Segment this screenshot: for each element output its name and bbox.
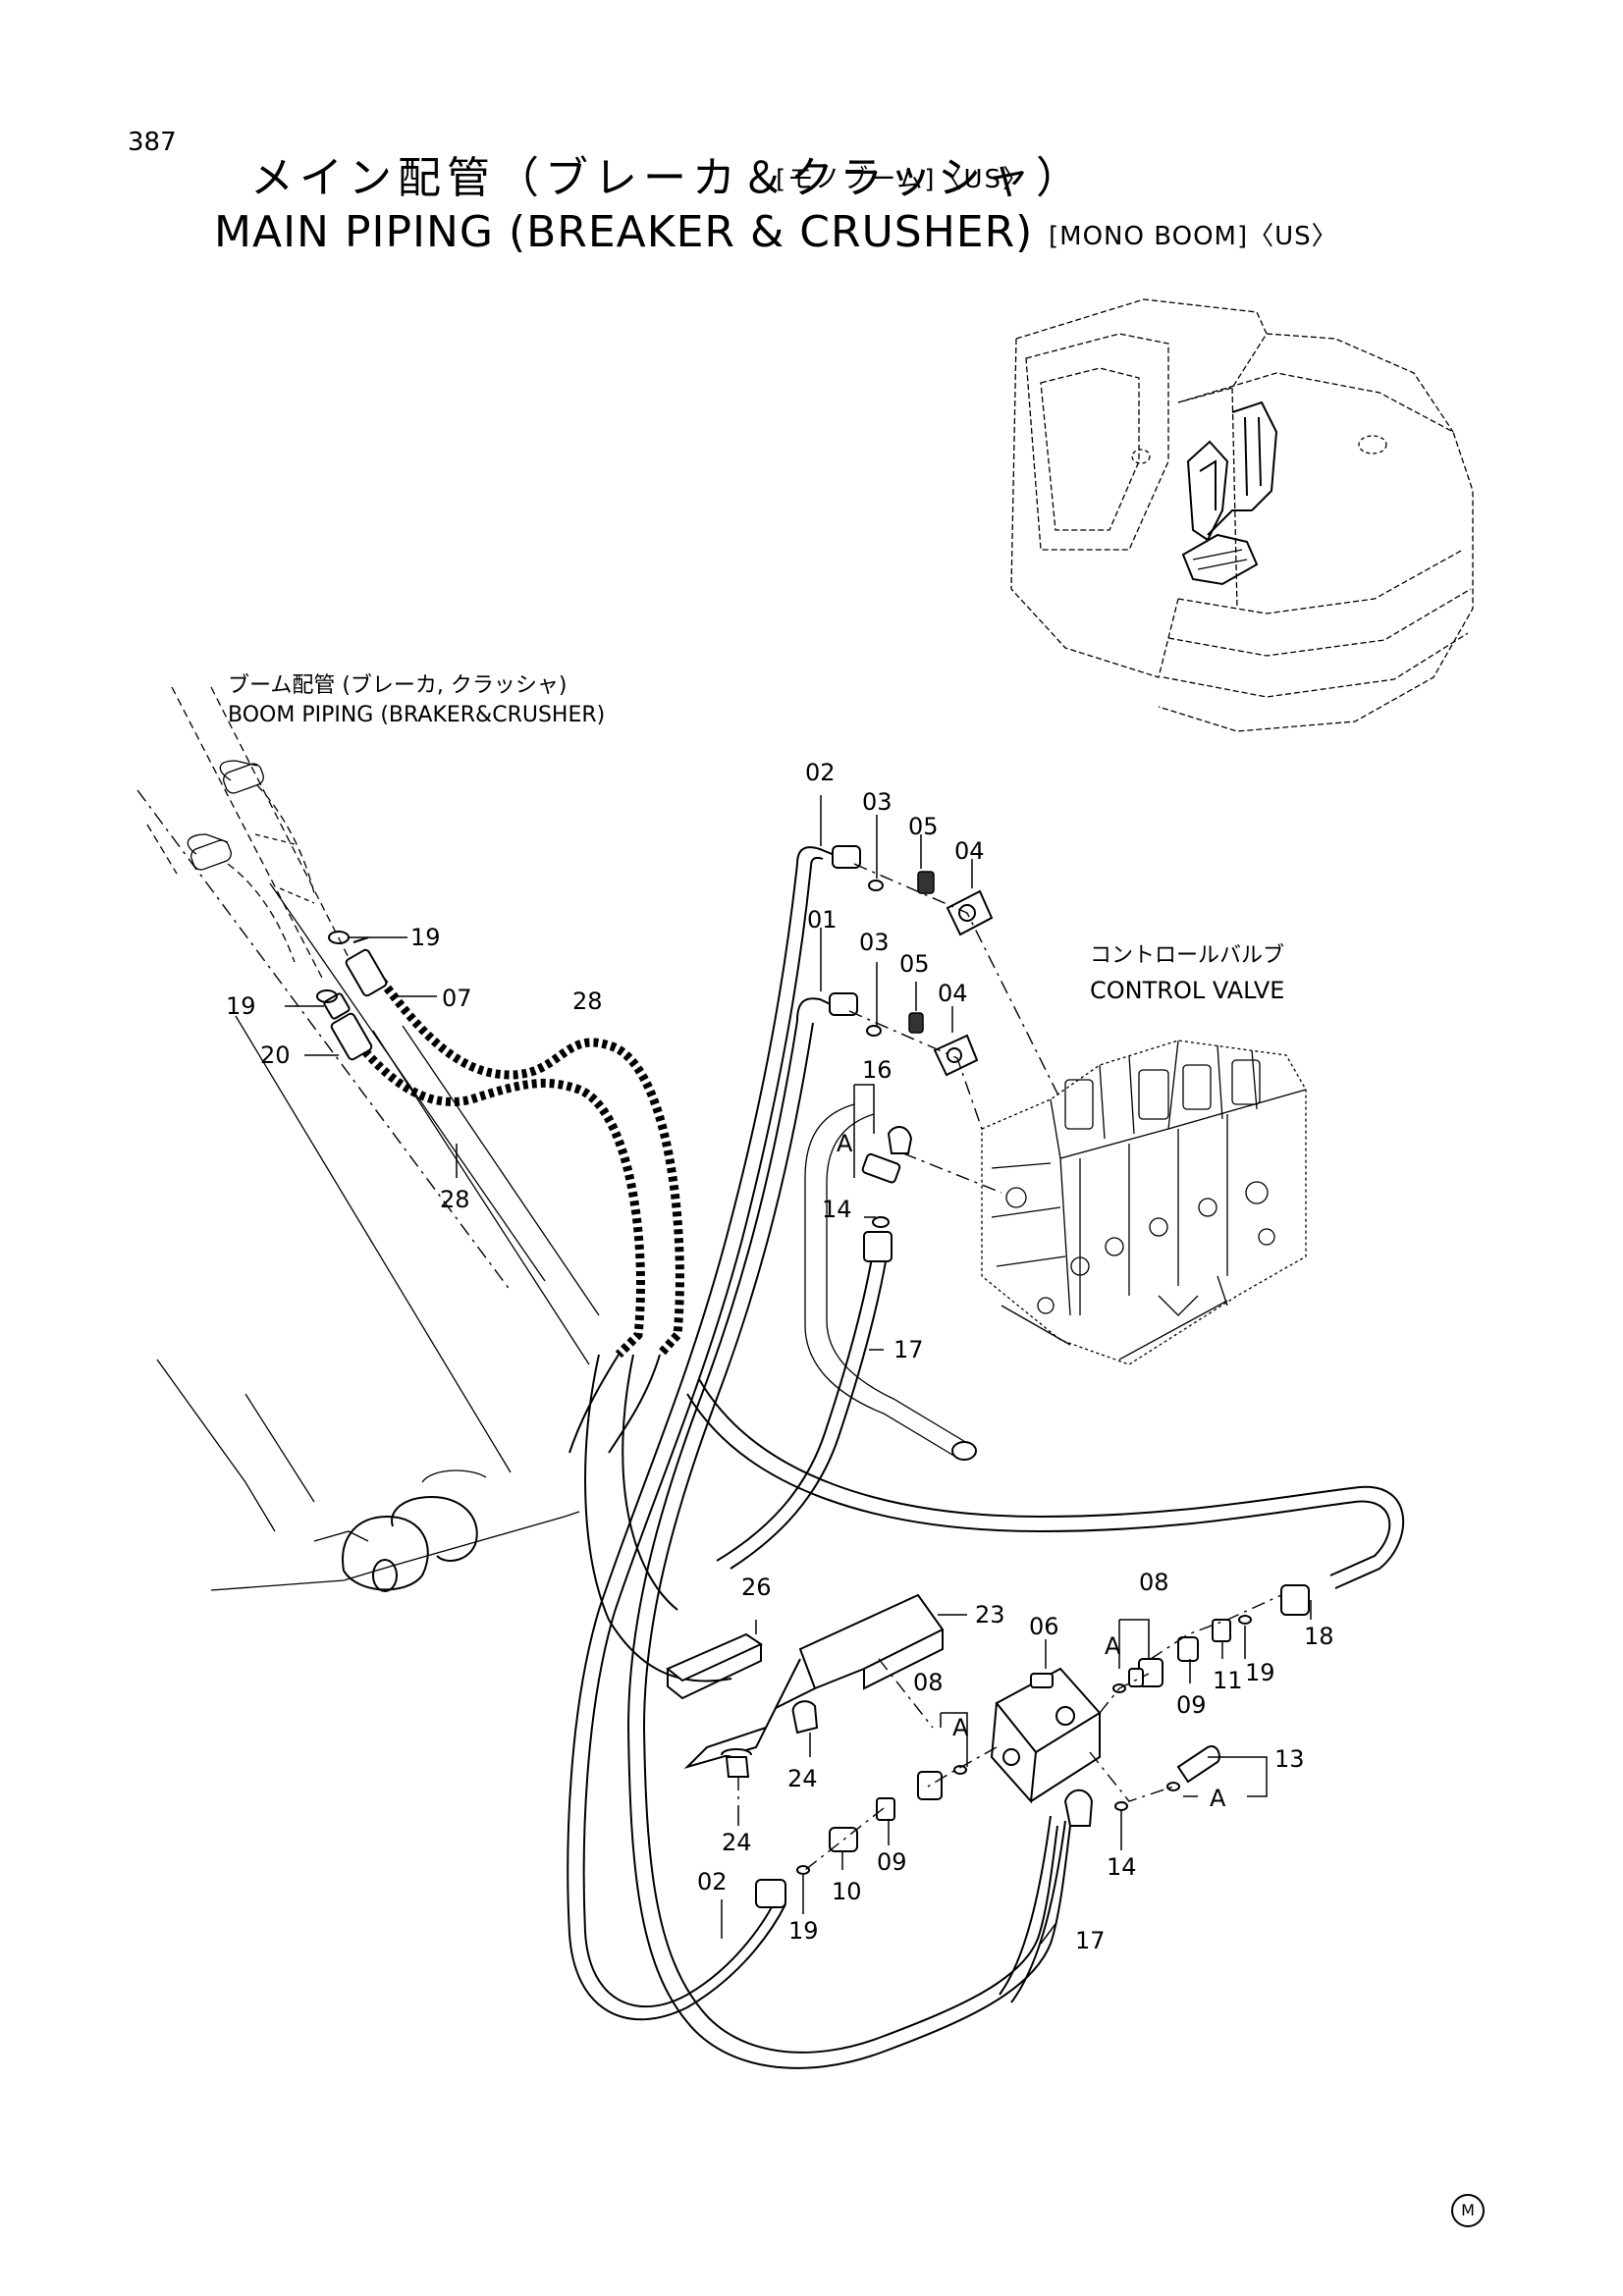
title-japanese: メイン配管（ブレーカ＆クラッシャ） [250, 153, 1085, 203]
boom-pipe-ends [187, 760, 315, 963]
callout-label: 09 [877, 1848, 907, 1876]
callout-label: 05 [908, 813, 939, 840]
callout-label: 03 [859, 929, 890, 956]
callout-label: 18 [1304, 1623, 1334, 1650]
title-japanese-note: [モノブーム]〈US〉 [776, 165, 1031, 194]
control-valve-illustration [981, 1040, 1307, 1365]
callout-label: 17 [1075, 1927, 1106, 1954]
boom-illustration [136, 686, 600, 1592]
callout-label: 01 [807, 906, 838, 934]
upper-fittings [796, 845, 1061, 1262]
callout-label: 09 [1176, 1691, 1207, 1719]
callout-label: 26 [741, 1574, 772, 1601]
callout-label: 13 [1274, 1745, 1305, 1773]
callout-label: 24 [787, 1765, 818, 1792]
callout-label: 14 [822, 1196, 852, 1223]
control-valve-label-jp: コントロールバルブ [1090, 943, 1285, 968]
callout-label: 28 [572, 988, 603, 1015]
callout-label: 03 [862, 788, 893, 816]
title-english-note: [MONO BOOM]〈US〉 [1049, 222, 1338, 251]
callout-label: 19 [226, 992, 256, 1020]
callout-label: 04 [954, 837, 985, 865]
boom-piping-label-jp: ブーム配管 (ブレーカ, クラッシャ) [228, 673, 568, 698]
callout-label: 14 [1107, 1853, 1137, 1881]
callout-label: 08 [1139, 1569, 1169, 1596]
title-english: MAIN PIPING (BREAKER & CRUSHER) [214, 207, 1034, 257]
callout-label: 23 [975, 1601, 1005, 1629]
excavator-upper-structure-illustration [1010, 298, 1474, 732]
hose-28-assemblies [316, 931, 732, 1682]
callout-label: 20 [260, 1041, 291, 1069]
callout-label: A [837, 1130, 853, 1157]
callout-label: 05 [899, 950, 930, 978]
callout-label: 19 [410, 924, 441, 951]
callout-label: 10 [832, 1878, 862, 1905]
support-frame [804, 1103, 977, 1461]
callout-label: 06 [1029, 1613, 1059, 1640]
callout-label: 07 [442, 985, 472, 1012]
callout-label: 19 [1245, 1659, 1275, 1686]
callout-label: 28 [440, 1186, 470, 1213]
callout-label: A [1105, 1632, 1121, 1660]
callout-label: 02 [697, 1868, 728, 1896]
callout-labels: 02 03 05 04 01 03 05 04 16 A 14 17 19 07… [226, 759, 1334, 1954]
lower-assembly [666, 1584, 1310, 1908]
callout-label: A [952, 1714, 969, 1741]
leader-lines [285, 795, 1312, 1945]
callout-label: 11 [1213, 1667, 1243, 1694]
callout-label: 17 [893, 1336, 924, 1363]
callout-label: A [1210, 1785, 1226, 1812]
callout-label: 19 [788, 1917, 819, 1945]
callout-label: 02 [805, 759, 836, 786]
page-number: 387 [128, 128, 177, 157]
callout-label: 24 [722, 1829, 752, 1856]
callout-label: 04 [938, 980, 968, 1007]
callout-label: 16 [862, 1056, 893, 1084]
control-valve-label-en: CONTROL VALVE [1090, 977, 1285, 1004]
boom-piping-label-en: BOOM PIPING (BRAKER&CRUSHER) [228, 703, 606, 727]
main-hoses [567, 863, 1405, 2069]
maker-mark-icon: M [1451, 2194, 1485, 2227]
callout-label: 08 [913, 1669, 944, 1696]
